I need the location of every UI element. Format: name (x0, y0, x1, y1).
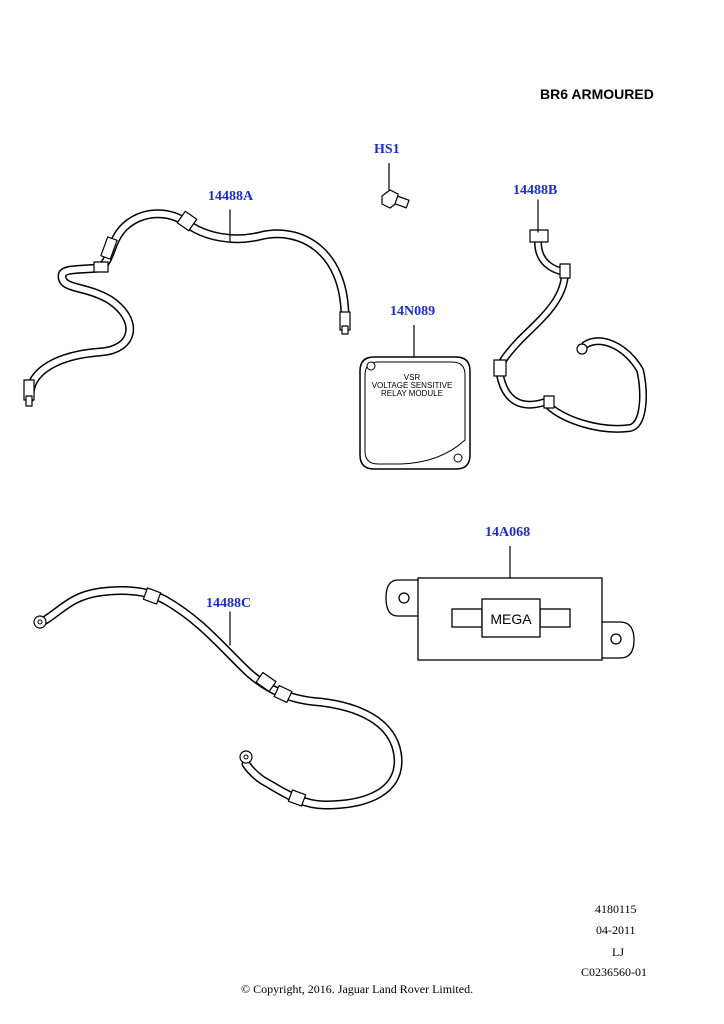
callout-14488c[interactable]: 14488C (206, 596, 252, 611)
mega-fuse: MEGA (385, 546, 635, 661)
callout-14488a[interactable]: 14488A (208, 189, 254, 204)
footer-ref: C0236560-01 (581, 965, 647, 979)
vsr-label-line1: VSR (404, 373, 421, 382)
callout-14488b[interactable]: 14488B (513, 183, 558, 198)
callout-hs1[interactable]: HS1 (374, 142, 400, 157)
footer-date: 04-2011 (596, 923, 636, 937)
callout-14n089[interactable]: 14N089 (390, 304, 436, 319)
footer-initials: LJ (612, 945, 624, 959)
mega-label: MEGA (490, 611, 532, 627)
vsr-label-line2: VOLTAGE SENSITIVE (372, 381, 453, 390)
copyright-notice: © Copyright, 2016. Jaguar Land Rover Lim… (241, 982, 474, 996)
callout-14a068[interactable]: 14A068 (485, 525, 531, 540)
vsr-module: VSR VOLTAGE SENSITIVE RELAY MODULE (359, 325, 471, 470)
vsr-label-line3: RELAY MODULE (381, 389, 443, 398)
diagram-title: BR6 ARMOURED (540, 86, 654, 102)
bolt-hs1 (381, 163, 410, 209)
cable-14488b (493, 199, 647, 433)
cable-14488a (23, 209, 351, 407)
footer-code: 4180115 (595, 902, 637, 916)
cable-14488c (33, 585, 403, 810)
